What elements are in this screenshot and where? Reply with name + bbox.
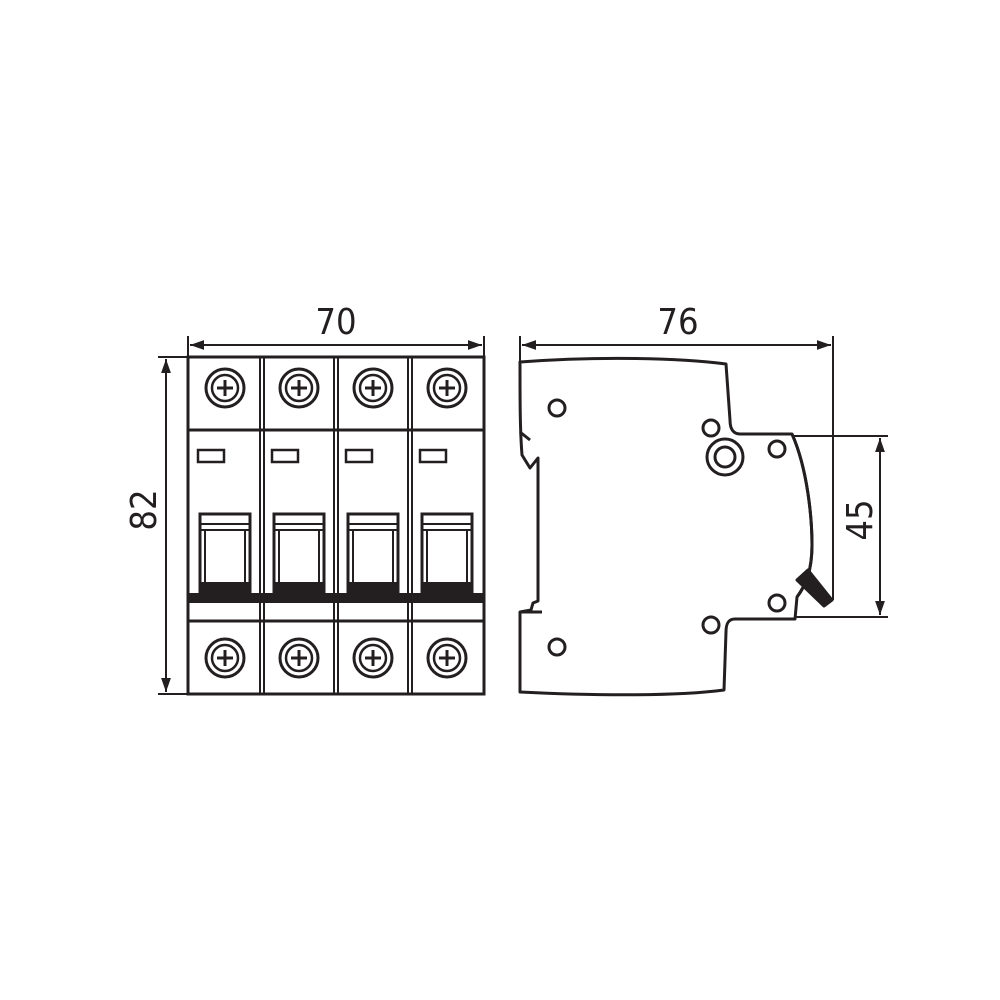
side-depth-dimension: [519, 336, 834, 600]
pole-4-bottom-screw-inner: [432, 643, 462, 673]
handle-base-band: [188, 593, 484, 603]
front-width-label: 70: [315, 302, 356, 343]
side-hole-mid-bottom: [701, 615, 721, 635]
pole-2-bottom-screw-inner: [284, 643, 314, 673]
front-body-outline: [186, 355, 486, 696]
pole-3-indicator-window: [344, 448, 374, 464]
front-view: [186, 355, 486, 696]
pole-3-top-screw-inner: [358, 373, 388, 403]
side-hole-top-left: [547, 398, 567, 418]
pole-1-bottom-screw-inner: [210, 643, 240, 673]
pole-3-handle-base: [348, 582, 398, 594]
pole-1-handle-base: [200, 582, 250, 594]
poles-group: [188, 357, 484, 694]
side-hole-right-top: [767, 439, 787, 459]
side-hole-right-bottom: [767, 593, 787, 613]
pole-1-top-screw-outer: [204, 367, 246, 409]
pole-2-top-screw-inner: [284, 373, 314, 403]
side-pivot-inner: [713, 445, 737, 469]
side-height-label: 45: [840, 499, 881, 540]
pole-4-bottom-screw-outer: [426, 637, 468, 679]
pole-3-top-screw-outer: [352, 367, 394, 409]
pole-2-top-screw-outer: [278, 367, 320, 409]
side-hole-bottom-left: [547, 637, 567, 657]
side-height-dimension: [792, 435, 888, 618]
pole-2-handle-base: [274, 582, 324, 594]
side-din-clip-top: [519, 430, 531, 442]
side-hole-mid-top: [701, 418, 721, 438]
front-height-label: 82: [124, 489, 165, 530]
pole-2-bottom-screw-outer: [278, 637, 320, 679]
pole-2-indicator-window: [270, 448, 300, 464]
pole-4-top-screw-inner: [432, 373, 462, 403]
pole-3-bottom-screw-inner: [358, 643, 388, 673]
pole-1-bottom-screw-outer: [204, 637, 246, 679]
side-depth-label: 76: [657, 302, 698, 343]
front-width-dimension: [187, 336, 485, 357]
pole-4-handle-base: [422, 582, 472, 594]
side-view: [518, 356, 834, 697]
pole-4-top-screw-outer: [426, 367, 468, 409]
front-height-dimension: [158, 356, 188, 695]
pole-1-top-screw-inner: [210, 373, 240, 403]
pole-1-indicator-window: [196, 448, 226, 464]
side-pivot-outer: [705, 437, 745, 477]
pole-4-indicator-window: [418, 448, 448, 464]
pole-3-bottom-screw-outer: [352, 637, 394, 679]
